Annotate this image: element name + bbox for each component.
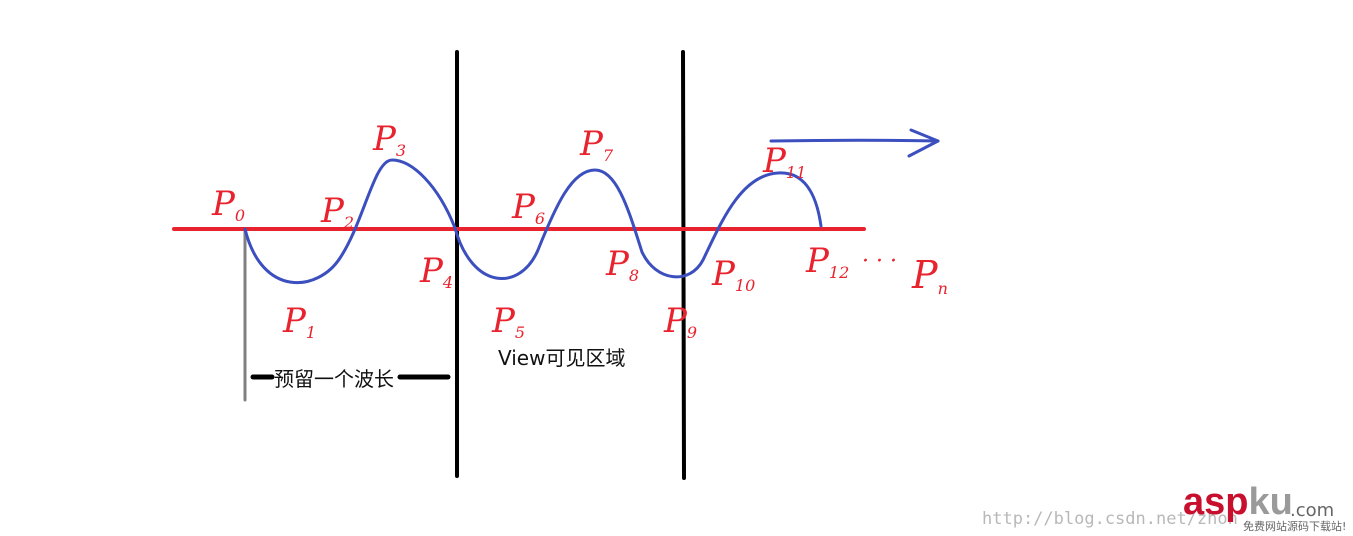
watermark-brand-red: asp	[1183, 481, 1248, 523]
watermark-brand-gray: ku	[1248, 481, 1292, 523]
point-subscript: 11	[786, 163, 806, 182]
point-letter: P	[491, 301, 516, 341]
point-letter: P	[211, 184, 236, 224]
point-label-p0: P0	[211, 184, 245, 225]
point-subscript: n	[938, 279, 948, 298]
point-label-p10: P10	[711, 254, 755, 295]
watermark-brand: aspku	[1183, 481, 1293, 523]
point-subscript: 8	[629, 266, 639, 285]
point-subscript: 12	[829, 263, 849, 282]
point-label-p2: P2	[320, 191, 354, 232]
point-subscript: 4	[442, 273, 453, 292]
sine-wave	[243, 158, 823, 285]
point-subscript: 1	[306, 323, 316, 342]
view-right-boundary	[681, 50, 686, 480]
view-visible-area-label: View可见区域	[498, 346, 625, 370]
point-letter: P	[419, 251, 444, 291]
point-letter: P	[282, 301, 307, 341]
point-letter: P	[579, 124, 604, 164]
point-letter: P	[663, 301, 688, 341]
point-label-p11: P11	[762, 141, 806, 182]
point-label-p9: P9	[663, 301, 697, 342]
point-subscript: 3	[396, 141, 406, 160]
point-subscript: 10	[735, 276, 755, 295]
point-subscript: 7	[603, 146, 614, 165]
point-subscript: 5	[515, 323, 525, 342]
point-label-p7: P7	[579, 124, 614, 165]
point-label-p5: P5	[491, 301, 525, 342]
point-label-p8: P8	[605, 244, 639, 285]
point-letter: P	[605, 244, 630, 284]
direction-arrow-head	[907, 128, 940, 158]
point-letter: P	[711, 254, 736, 294]
point-label-p6: P6	[511, 187, 545, 228]
ellipsis: · · ·	[862, 249, 897, 274]
watermark-url: http://blog.csdn.net/zhon	[982, 509, 1238, 529]
point-subscript: 2	[343, 213, 354, 232]
point-label-p3: P3	[372, 119, 406, 160]
point-subscript: 0	[235, 206, 245, 225]
reserve-wavelength-label: 预留一个波长	[274, 367, 394, 391]
point-label-p4: P4	[419, 251, 453, 292]
point-letter: P	[762, 141, 787, 181]
point-subscript: 6	[535, 209, 545, 228]
direction-arrow	[769, 138, 940, 143]
point-label-pn: Pn	[911, 253, 948, 298]
point-label-p1: P1	[282, 301, 316, 342]
point-letter: P	[320, 191, 345, 231]
watermark-subtitle: 免费网站源码下载站!	[1243, 519, 1346, 533]
point-letter: P	[511, 187, 536, 227]
point-subscript: 9	[687, 323, 697, 342]
point-label-p12: P12	[805, 241, 849, 282]
watermark-brand-suffix: .com	[1290, 500, 1334, 521]
point-letter: P	[911, 253, 939, 297]
point-letter: P	[372, 119, 397, 159]
point-letter: P	[805, 241, 830, 281]
